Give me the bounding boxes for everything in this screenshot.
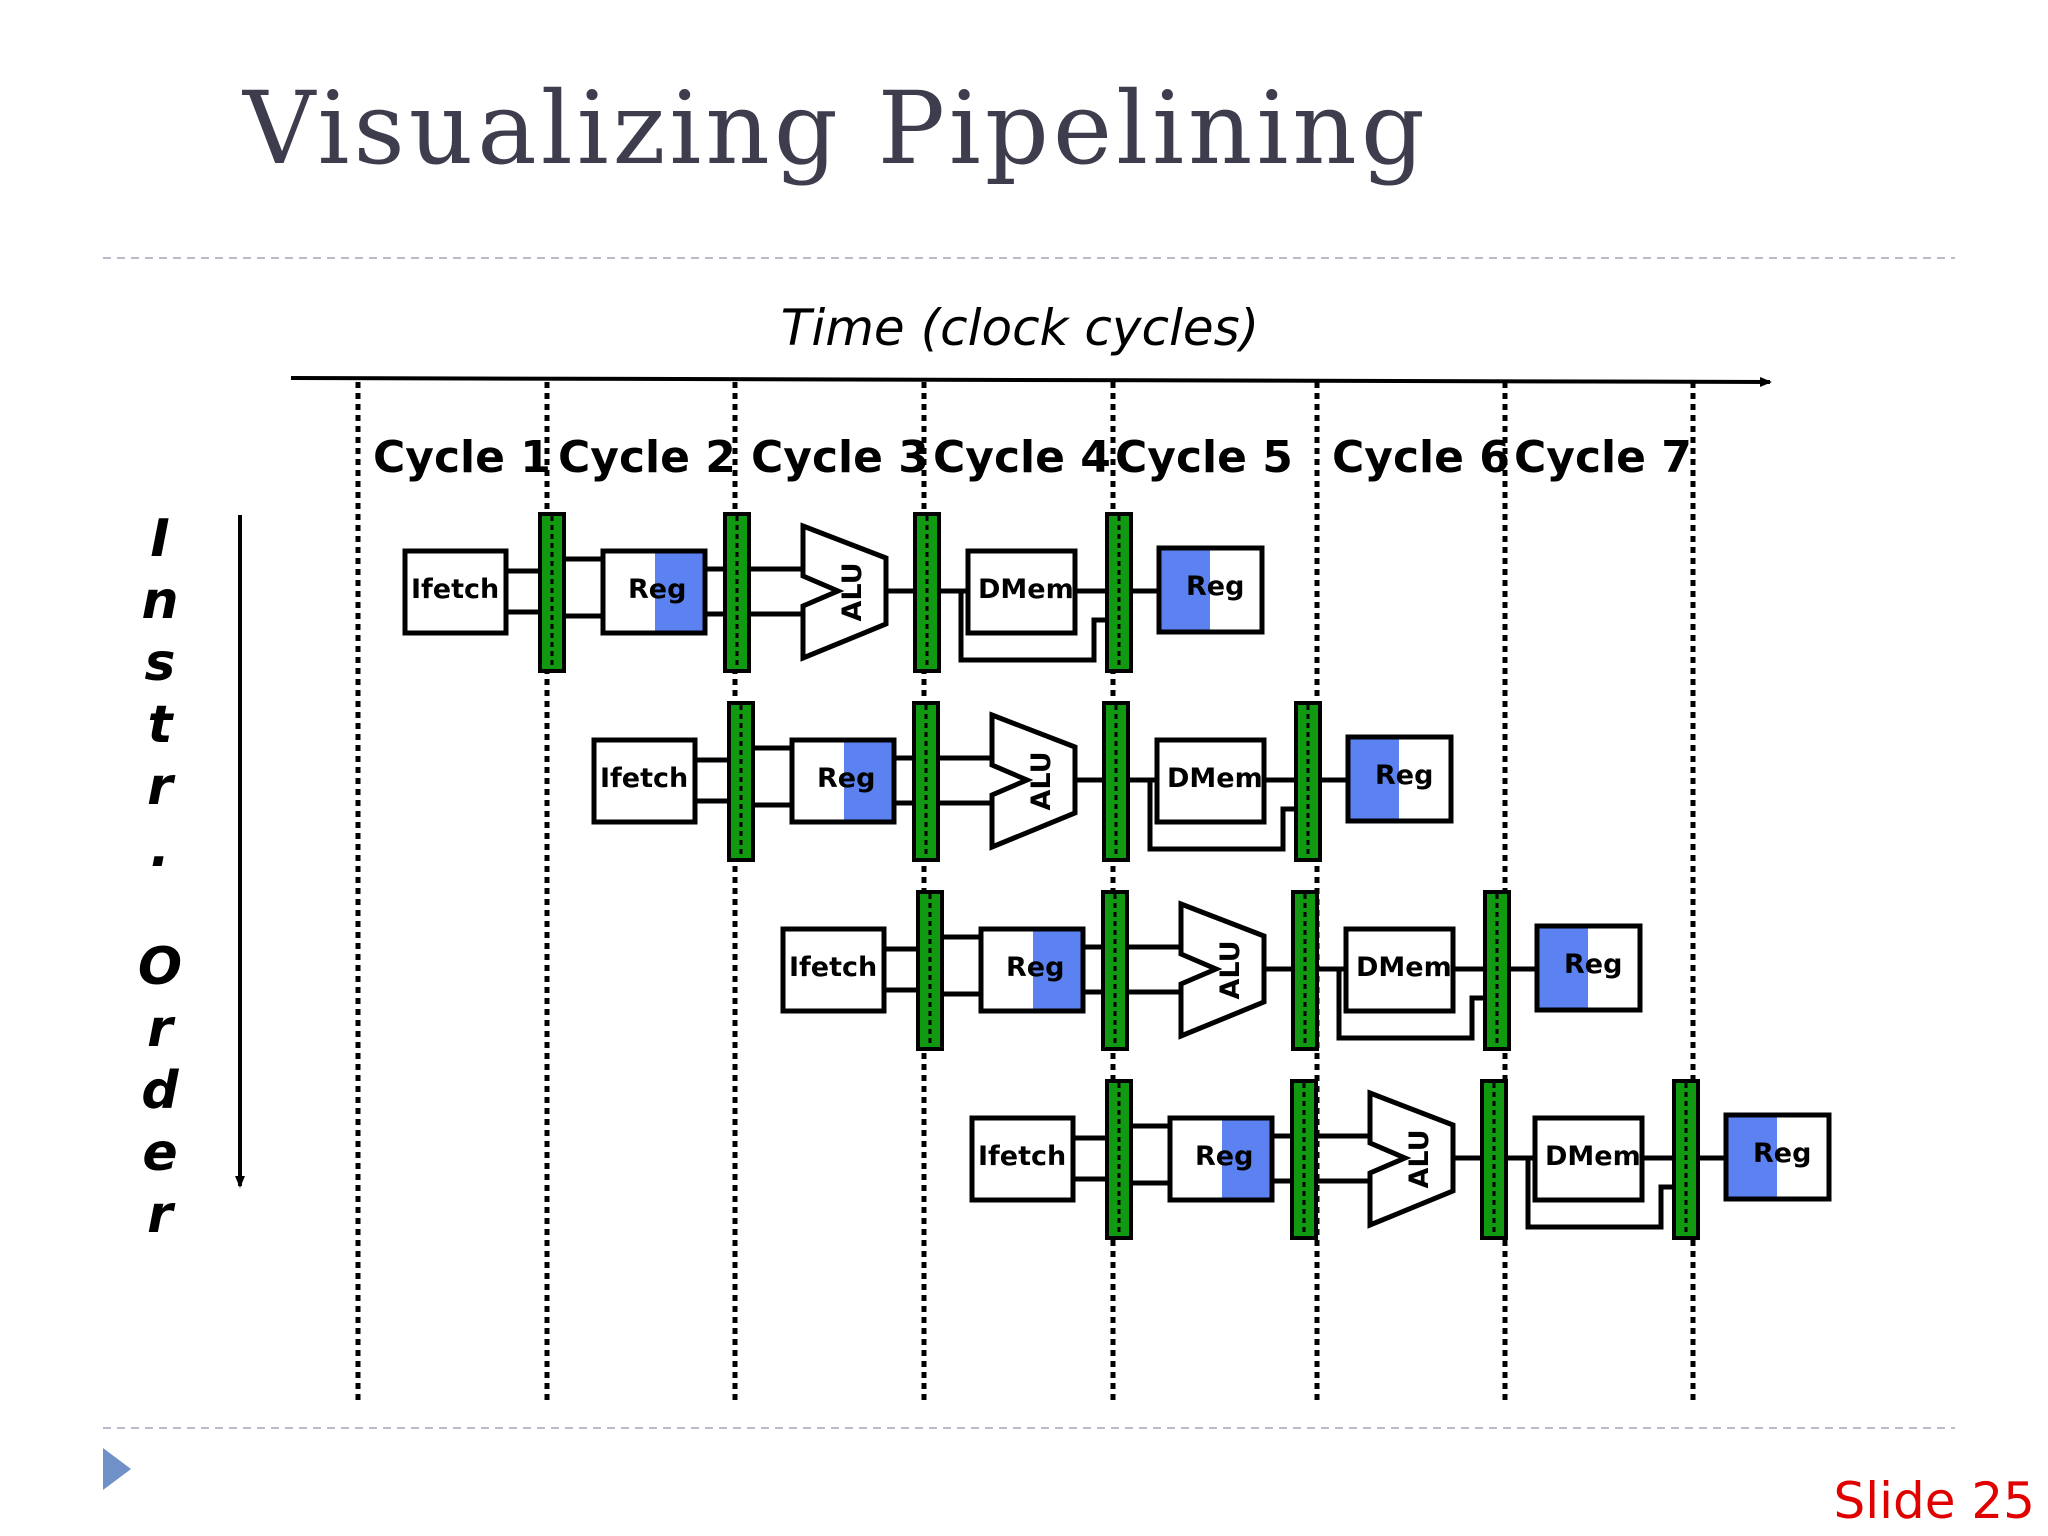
reg-read-box	[1167, 1115, 1275, 1203]
alu-unit	[800, 522, 889, 662]
cycle-label-6: Cycle 6	[1332, 432, 1510, 483]
slide-title: Visualizing Pipelining	[242, 70, 1429, 187]
reg-write-box	[1156, 545, 1265, 635]
bullet-triangle-icon	[103, 1448, 131, 1490]
cycle-label-4: Cycle 4	[933, 432, 1111, 483]
reg-read-box	[600, 548, 708, 636]
reg-write-box	[1723, 1112, 1832, 1202]
cycle-label-5: Cycle 5	[1115, 432, 1293, 483]
reg-read-label: Reg	[628, 574, 686, 605]
reg-read-fill	[844, 740, 894, 822]
reg-read-fill	[1222, 1118, 1272, 1200]
cycle-label-2: Cycle 2	[558, 432, 736, 483]
dmem-label: DMem	[978, 574, 1074, 605]
dmem-box	[965, 548, 1078, 636]
reg-write-label: Reg	[1186, 571, 1244, 602]
reg-write-fill	[1348, 737, 1399, 821]
slide-number: Slide 25	[1833, 1472, 2035, 1530]
alu-unit	[1367, 1089, 1456, 1229]
ifetch-box	[591, 737, 698, 825]
ifetch-box	[969, 1115, 1076, 1203]
cycle-label-7: Cycle 7	[1514, 432, 1692, 483]
alu-unit	[989, 711, 1078, 851]
reg-write-fill	[1159, 548, 1210, 632]
ifetch-label: Ifetch	[789, 952, 877, 983]
dmem-box	[1343, 926, 1456, 1014]
reg-write-box	[1345, 734, 1454, 824]
ifetch-label: Ifetch	[978, 1141, 1066, 1172]
alu-label: ALU	[837, 562, 868, 621]
reg-write-label: Reg	[1375, 760, 1433, 791]
dmem-box	[1154, 737, 1267, 825]
ifetch-box	[402, 548, 509, 636]
cycle-label-3: Cycle 3	[751, 432, 929, 483]
time-arrow	[290, 376, 1772, 387]
ifetch-box	[780, 926, 887, 1014]
alu-label: ALU	[1215, 940, 1246, 999]
dmem-label: DMem	[1167, 763, 1263, 794]
reg-write-fill	[1537, 926, 1588, 1010]
reg-write-fill	[1726, 1115, 1777, 1199]
reg-read-fill	[1033, 929, 1083, 1011]
reg-read-box	[789, 737, 897, 825]
reg-read-label: Reg	[1195, 1141, 1253, 1172]
reg-read-box	[978, 926, 1086, 1014]
instruction-row-1: Ifetch Reg ALU DMem Reg	[402, 512, 1265, 673]
reg-write-label: Reg	[1753, 1138, 1811, 1169]
alu-label: ALU	[1404, 1129, 1435, 1188]
alu-label: ALU	[1026, 751, 1057, 810]
reg-read-label: Reg	[1006, 952, 1064, 983]
dmem-label: DMem	[1545, 1141, 1641, 1172]
reg-write-label: Reg	[1564, 949, 1622, 980]
instruction-row-3: Ifetch Reg ALU DMem Reg	[780, 890, 1643, 1051]
reg-read-label: Reg	[817, 763, 875, 794]
time-axis-label: Time (clock cycles)	[781, 299, 1259, 357]
instruction-row-2: Ifetch Reg ALU DMem Reg	[591, 701, 1454, 862]
reg-read-fill	[655, 551, 705, 633]
instruction-row-4: Ifetch Reg ALU DMem Reg	[969, 1079, 1832, 1240]
cycle-label-1: Cycle 1	[373, 432, 551, 483]
ifetch-label: Ifetch	[411, 574, 499, 605]
alu-unit	[1178, 900, 1267, 1040]
dmem-box	[1532, 1115, 1645, 1203]
dmem-label: DMem	[1356, 952, 1452, 983]
reg-write-box	[1534, 923, 1643, 1013]
ifetch-label: Ifetch	[600, 763, 688, 794]
